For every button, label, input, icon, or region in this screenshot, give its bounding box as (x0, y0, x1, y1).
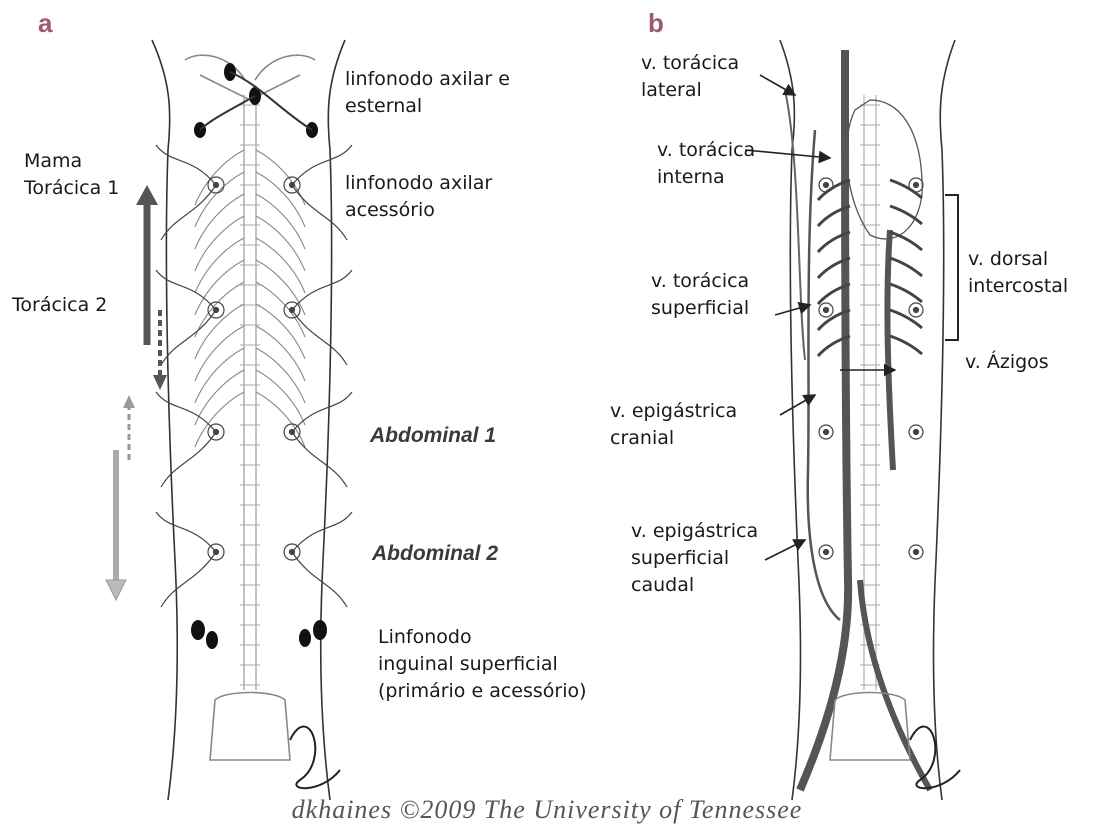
rib (195, 348, 244, 403)
nipple-center (824, 308, 829, 313)
drainage-arrows-a (106, 185, 167, 600)
label-inguinal-node: Linfonodo inguinal superficial (primário… (378, 624, 587, 705)
nipple-center (914, 430, 919, 435)
label-cranial-epigastric-vein: v. epigástrica cranial (610, 398, 737, 452)
copyright-watermark: dkhaines ©2009 The University of Tenness… (0, 795, 1094, 825)
rib (256, 216, 305, 271)
panel-label-a: a (38, 8, 52, 39)
rib (195, 260, 244, 315)
rib (256, 370, 305, 425)
label-axillary-sternal-node: linfonodo axilar e esternal (345, 66, 510, 120)
label-abdominal-2: Abdominal 2 (372, 542, 498, 566)
body-outline-right-b (934, 40, 955, 800)
rib (256, 304, 305, 359)
label-superficial-thoracic-vein: v. torácica superficial (651, 268, 749, 322)
mammary-glands-a (156, 145, 352, 607)
intercostal-bracket (945, 195, 958, 340)
label-internal-thoracic-vein: v. torácica interna (657, 137, 755, 191)
label-caudal-epigastric-vein: v. epigástrica superficial caudal (631, 518, 758, 599)
label-thoracic-2: Torácica 2 (12, 292, 107, 319)
rib (195, 304, 244, 359)
spine-a (244, 95, 256, 690)
nipple-center (914, 183, 919, 188)
rib (256, 150, 305, 205)
lymph-duct (156, 270, 216, 310)
lymph-duct (292, 145, 352, 185)
rib (195, 326, 244, 381)
lymph-duct (292, 310, 347, 365)
label-azygos-vein: v. Ázigos (965, 349, 1049, 376)
rib (195, 172, 244, 227)
label-dorsal-intercostal-vein: v. dorsal intercostal (968, 246, 1068, 300)
intercostal-branch (890, 232, 922, 250)
vena-cava (800, 50, 848, 790)
nipple-center (914, 308, 919, 313)
label-lateral-thoracic-vein: v. torácica lateral (641, 50, 739, 104)
nipple-center (914, 550, 919, 555)
panel-b-drawing (780, 40, 960, 800)
rib (256, 282, 305, 337)
rib (256, 392, 305, 447)
rib (256, 194, 305, 249)
heart (847, 100, 923, 239)
rib (195, 370, 244, 425)
lymph-duct (161, 310, 216, 365)
rib (195, 282, 244, 337)
lymph-duct (292, 270, 352, 310)
intercostal-branch (890, 284, 922, 302)
lymph-duct (292, 392, 352, 432)
rib (195, 238, 244, 293)
rib (256, 326, 305, 381)
lymph-duct (292, 185, 347, 240)
label-axillary-accessory-node: linfonodo axilar acessório (345, 170, 492, 224)
rib (256, 238, 305, 293)
rib (256, 172, 305, 227)
lymph-nodes-a (191, 63, 327, 649)
panel-label-b: b (648, 8, 664, 39)
rib (256, 260, 305, 315)
lymph-duct (292, 512, 352, 552)
intercostal-branch (890, 258, 922, 276)
lymph-duct (292, 552, 347, 607)
nipple-center (824, 550, 829, 555)
nipple-center (824, 183, 829, 188)
panel-a-drawing (152, 40, 352, 800)
lymph-duct (156, 512, 216, 552)
intercostal-branch (890, 336, 922, 354)
vertebrae-a (240, 105, 260, 685)
azygos-vein (887, 230, 893, 470)
rib (256, 348, 305, 403)
leader-lines-b (745, 75, 895, 560)
lymph-duct (161, 185, 216, 240)
label-abdominal-1: Abdominal 1 (370, 424, 496, 448)
lymph-duct (292, 432, 347, 487)
label-mama-thoracic-1: Mama Torácica 1 (24, 148, 119, 202)
rib (195, 216, 244, 271)
nipple-center (824, 430, 829, 435)
lymph-duct (161, 552, 216, 607)
lymph-duct (156, 145, 216, 185)
